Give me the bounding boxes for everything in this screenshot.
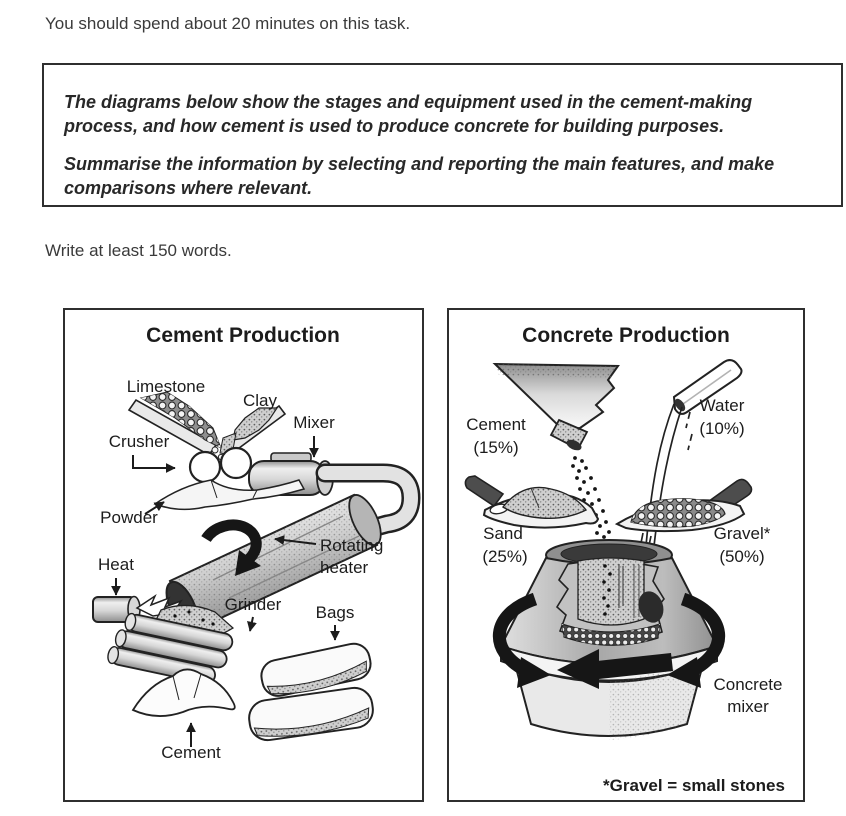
gravel-ingredient-label: Gravel* <box>714 524 771 543</box>
prompt-paragraph-1: The diagrams below show the stages and e… <box>64 92 753 136</box>
clay-label: Clay <box>243 391 278 410</box>
clay-chute <box>219 404 287 456</box>
concrete-production-svg: Concrete Production <box>447 308 805 802</box>
prompt-paragraph-2: Summarise the information by selecting a… <box>64 154 775 198</box>
sand-shovel <box>464 475 600 529</box>
crusher-arrow <box>132 455 176 473</box>
sand-percent-label: (25%) <box>482 547 527 566</box>
grinder-label: Grinder <box>225 595 282 614</box>
word-count-instruction: Write at least 150 words. <box>45 241 232 260</box>
mixer-label: Mixer <box>293 413 335 432</box>
gravel-footnote: *Gravel = small stones <box>603 776 785 795</box>
limestone-chute <box>127 391 225 461</box>
cement-percent-label: (15%) <box>473 438 518 457</box>
cement-production-diagram: Cement Production <box>63 308 424 802</box>
mixer-to-heater-pipe <box>315 463 421 539</box>
concrete-panel-title: Concrete Production <box>522 324 730 347</box>
cement-bags <box>248 642 374 742</box>
cement-hopper <box>492 362 620 451</box>
crusher-label: Crusher <box>109 432 170 451</box>
concrete-mixer-label-line1: Concrete <box>714 675 783 694</box>
powder-arrow <box>144 501 165 515</box>
grinder-rollers <box>107 612 234 685</box>
powder-label: Powder <box>100 508 158 527</box>
concrete-mixer-label-line2: mixer <box>727 697 769 716</box>
rotating-heater-arrow <box>274 535 317 546</box>
sand-ingredient-label: Sand <box>483 524 523 543</box>
concrete-mixer-machine <box>499 539 719 740</box>
rotation-arrow-icon <box>201 519 262 576</box>
task-prompt-box: The diagrams below show the stages and e… <box>42 63 843 207</box>
water-ingredient-label: Water <box>700 396 745 415</box>
cement-label: Cement <box>161 743 221 762</box>
grinder-arrow <box>247 616 257 632</box>
limestone-label: Limestone <box>127 377 205 396</box>
heat-label: Heat <box>98 555 134 574</box>
mixer-rotation-arrows-icon <box>493 592 725 689</box>
concrete-production-diagram: Concrete Production <box>447 308 805 802</box>
cement-pile <box>131 668 236 717</box>
time-instruction: You should spend about 20 minutes on thi… <box>45 14 411 33</box>
rotating-heater-label-line1: Rotating <box>320 536 383 555</box>
cement-production-svg: Cement Production <box>63 308 424 802</box>
gravel-shovel <box>614 478 753 533</box>
powder-pile <box>153 479 306 511</box>
water-percent-label: (10%) <box>699 419 744 438</box>
gravel-percent-label: (50%) <box>719 547 764 566</box>
cement-ingredient-label: Cement <box>466 415 526 434</box>
cement-panel-title: Cement Production <box>146 324 340 347</box>
rotating-heater-label-line2: heater <box>320 558 369 577</box>
bags-label: Bags <box>316 603 355 622</box>
